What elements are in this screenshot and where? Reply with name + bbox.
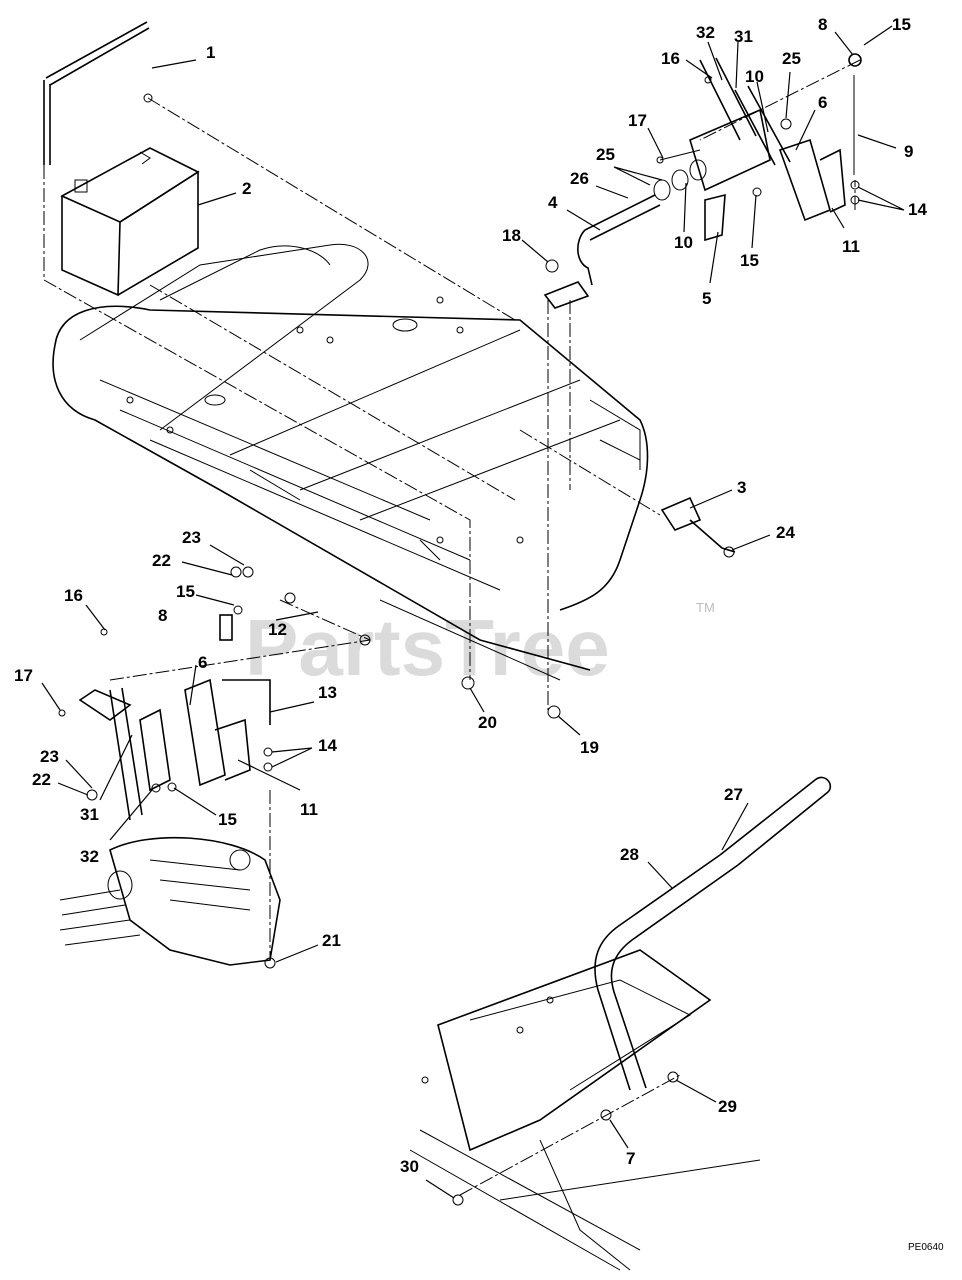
callout-28: 28 <box>620 845 639 864</box>
callout-16-upper: 16 <box>661 49 680 68</box>
callout-15-bottom: 15 <box>218 810 237 829</box>
tractor-frame <box>52 243 649 681</box>
callout-6-lower: 6 <box>198 653 207 672</box>
callout-14-lower: 14 <box>318 736 337 755</box>
callout-17-lower: 17 <box>14 666 33 685</box>
callout-11-lower: 11 <box>300 800 318 819</box>
callout-4: 4 <box>548 193 558 212</box>
callout-32-upper: 32 <box>696 23 715 42</box>
callout-24: 24 <box>776 523 795 542</box>
battery <box>60 147 200 297</box>
callout-22-upper: 22 <box>152 551 171 570</box>
callout-3: 3 <box>737 478 746 497</box>
callout-16-lower: 16 <box>64 586 83 605</box>
battery-rod <box>43 21 153 165</box>
alignment-lines <box>43 59 861 1196</box>
callout-25-upper: 25 <box>782 49 801 68</box>
lift-handle <box>409 776 832 1271</box>
callout-8-lower: 8 <box>158 606 167 625</box>
callout-9: 9 <box>904 142 913 161</box>
hardware <box>58 76 712 969</box>
callout-5: 5 <box>702 289 711 308</box>
callout-1: 1 <box>206 43 215 62</box>
callout-32-lower: 32 <box>80 847 99 866</box>
watermark-trademark: TM <box>696 600 715 615</box>
callout-26: 26 <box>570 169 589 188</box>
callout-2: 2 <box>242 179 251 198</box>
callout-18: 18 <box>502 226 521 245</box>
callout-31-upper: 31 <box>734 27 753 46</box>
lower-linkage <box>78 614 273 821</box>
callout-8-upper: 8 <box>818 15 827 34</box>
callout-22-lower: 22 <box>32 770 51 789</box>
callout-10-upper: 10 <box>745 67 764 86</box>
callout-15-top: 15 <box>892 15 911 34</box>
bracket-3 <box>660 496 736 558</box>
callout-27: 27 <box>724 785 743 804</box>
callout-21: 21 <box>322 931 341 950</box>
callout-15-mid: 15 <box>740 251 759 270</box>
callout-17-upper: 17 <box>628 111 647 130</box>
callout-15-left: 15 <box>176 582 195 601</box>
callout-6-upper: 6 <box>818 93 827 112</box>
leader-lines <box>41 25 905 1199</box>
drawing-code: PE0640 <box>908 1242 944 1253</box>
callout-13: 13 <box>318 683 337 702</box>
callout-23-upper: 23 <box>182 528 201 547</box>
callout-7: 7 <box>626 1149 635 1168</box>
callout-10-lower: 10 <box>674 233 693 252</box>
callout-14-upper: 14 <box>908 200 927 219</box>
upper-linkage <box>543 53 862 309</box>
callout-19: 19 <box>580 738 599 757</box>
callout-23-lower: 23 <box>40 747 59 766</box>
callout-20: 20 <box>478 713 497 732</box>
callout-31-lower: 31 <box>80 805 99 824</box>
callout-11-upper: 11 <box>842 237 860 256</box>
callout-25-lower: 25 <box>596 145 615 164</box>
callout-12: 12 <box>268 620 287 639</box>
callout-29: 29 <box>718 1097 737 1116</box>
watermark: PartsTree <box>245 603 610 692</box>
callout-30: 30 <box>400 1157 419 1176</box>
transaxle <box>59 836 281 966</box>
callouts: 1 2 3 4 5 6 6 7 8 8 9 10 10 11 11 12 13 … <box>14 15 927 1176</box>
